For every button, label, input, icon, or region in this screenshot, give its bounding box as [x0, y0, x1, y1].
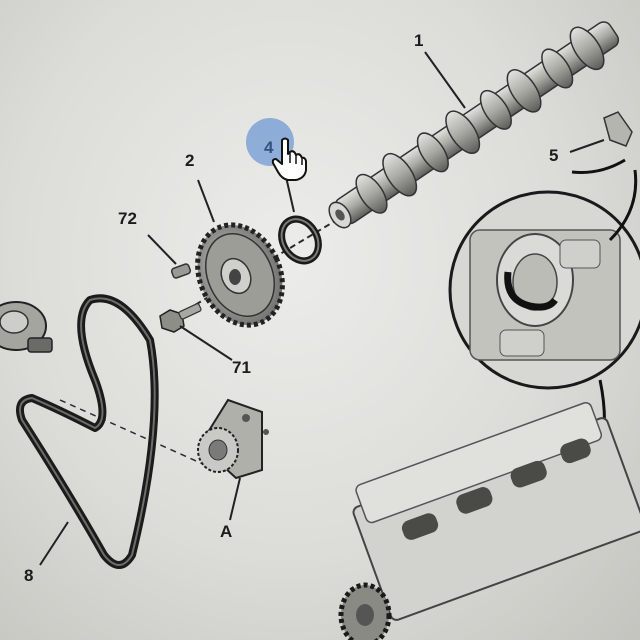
head-sprocket	[338, 582, 392, 640]
cylinder-head	[352, 402, 640, 621]
dowel-pin[interactable]	[170, 263, 192, 279]
pump-axis-line	[59, 399, 206, 466]
callout-8: 8	[24, 566, 34, 585]
callout-72: 72	[118, 209, 137, 228]
hand-pointer-icon	[271, 137, 307, 181]
callout-1: 1	[414, 31, 424, 50]
sprocket-bolt[interactable]	[159, 303, 202, 333]
water-pump[interactable]	[197, 398, 269, 480]
camshaft[interactable]	[319, 11, 627, 240]
leader-72	[147, 234, 177, 265]
leader-5	[569, 139, 605, 153]
camshaft-sprocket[interactable]	[182, 211, 298, 339]
detail-view-circle	[448, 190, 640, 390]
leader-2	[197, 179, 215, 223]
leader-1	[424, 51, 466, 109]
leader-71	[179, 325, 233, 361]
oil-seal[interactable]	[274, 212, 325, 267]
callout-5: 5	[549, 146, 559, 165]
leader-8	[39, 521, 69, 566]
detail-leader-top	[608, 169, 638, 242]
callout-A: A	[220, 522, 233, 541]
timing-belt[interactable]	[16, 294, 159, 569]
callout-2: 2	[185, 151, 195, 170]
belt-tensioner[interactable]	[0, 301, 53, 353]
callout-71: 71	[232, 358, 251, 377]
leader-A	[229, 477, 241, 521]
key-pointer-curve	[571, 158, 626, 174]
woodruff-key[interactable]	[603, 111, 633, 147]
